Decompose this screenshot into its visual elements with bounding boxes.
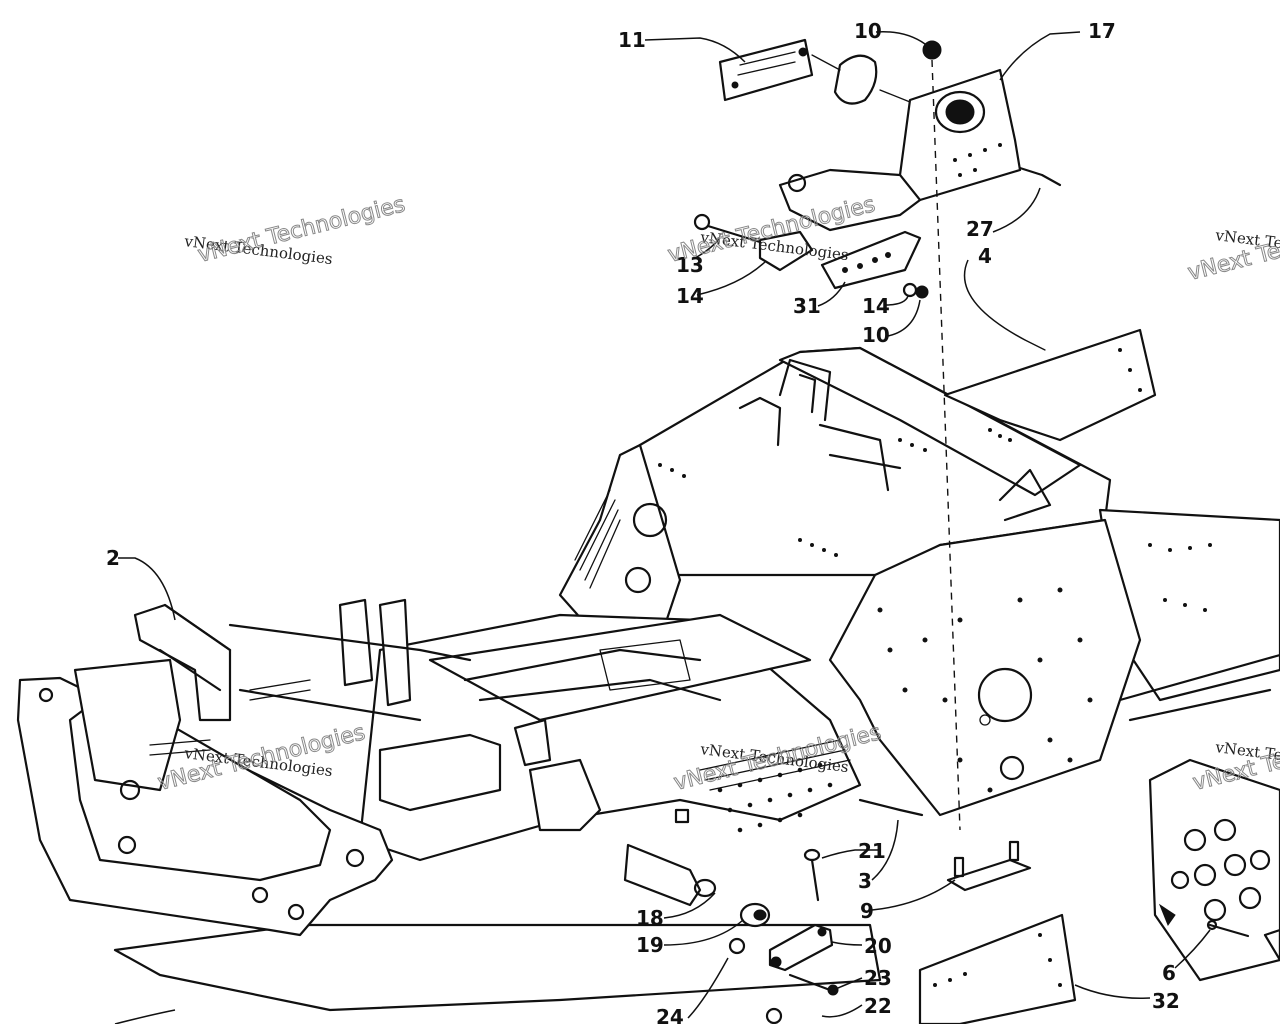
rear-frame-wing: [943, 328, 1280, 722]
callout-4: 4: [978, 244, 992, 268]
callout-23: 23: [864, 966, 892, 990]
stud-plate-9: [946, 840, 1032, 892]
bearing-knob: [811, 54, 911, 105]
callout-21: 21: [858, 839, 886, 863]
nut-10-top: [922, 40, 942, 60]
front-suspension-assembly: [16, 598, 882, 1012]
callout-13: 13: [676, 253, 704, 277]
cable-4: [1024, 339, 1046, 351]
callout-14-right: 14: [862, 294, 890, 318]
steering-bracket-17: [778, 68, 1022, 232]
plate-32: [918, 913, 1077, 1024]
svg-text:vNext Technologies: vNext Technologies: [1185, 210, 1280, 286]
bolt-13: [693, 213, 814, 272]
pin-3: [858, 798, 924, 817]
bulkhead-plate: [828, 518, 1142, 817]
watermark-3: vNext Technologies vNext Technologies: [1185, 210, 1280, 287]
bushing-19: [739, 902, 771, 928]
link-20: [768, 923, 834, 972]
callout-32: 32: [1152, 989, 1180, 1013]
callout-10-top: 10: [854, 19, 882, 43]
leader-lines: [114, 31, 1211, 1024]
watermark-1: vNext Technologies vNext Technologies: [183, 192, 409, 269]
callouts: 11 10 17 27 4 13 14 31 14 10 2 21 3 9 18…: [106, 19, 1180, 1024]
bolt-23: [788, 973, 839, 996]
callout-17: 17: [1088, 19, 1116, 43]
pin-27: [1018, 166, 1062, 187]
callout-19: 19: [636, 933, 664, 957]
mounting-plate-11: [718, 38, 814, 102]
callout-24: 24: [656, 1005, 684, 1024]
bolt-21: [803, 848, 821, 902]
callout-18: 18: [636, 906, 664, 930]
perforated-panel-6: [1148, 758, 1280, 982]
callout-3: 3: [858, 869, 872, 893]
callout-27: 27: [966, 217, 994, 241]
steering-axis-line: [931, 59, 961, 831]
callout-11: 11: [618, 28, 646, 52]
nut-22-lower: [765, 1007, 783, 1024]
watermark-2: vNext Technologies vNext Technologies: [665, 192, 878, 269]
nut-24: [728, 937, 746, 955]
chassis-frame: [558, 346, 1112, 642]
plate-31: [820, 230, 922, 290]
callout-10-lower: 10: [862, 323, 890, 347]
callout-22: 22: [864, 994, 892, 1018]
callout-20: 20: [864, 934, 892, 958]
callout-2: 2: [106, 546, 120, 570]
callout-9: 9: [860, 899, 874, 923]
callout-6: 6: [1162, 961, 1176, 985]
callout-14-left: 14: [676, 284, 704, 308]
callout-31: 31: [793, 294, 821, 318]
washer-14-nut-10: [902, 282, 929, 299]
